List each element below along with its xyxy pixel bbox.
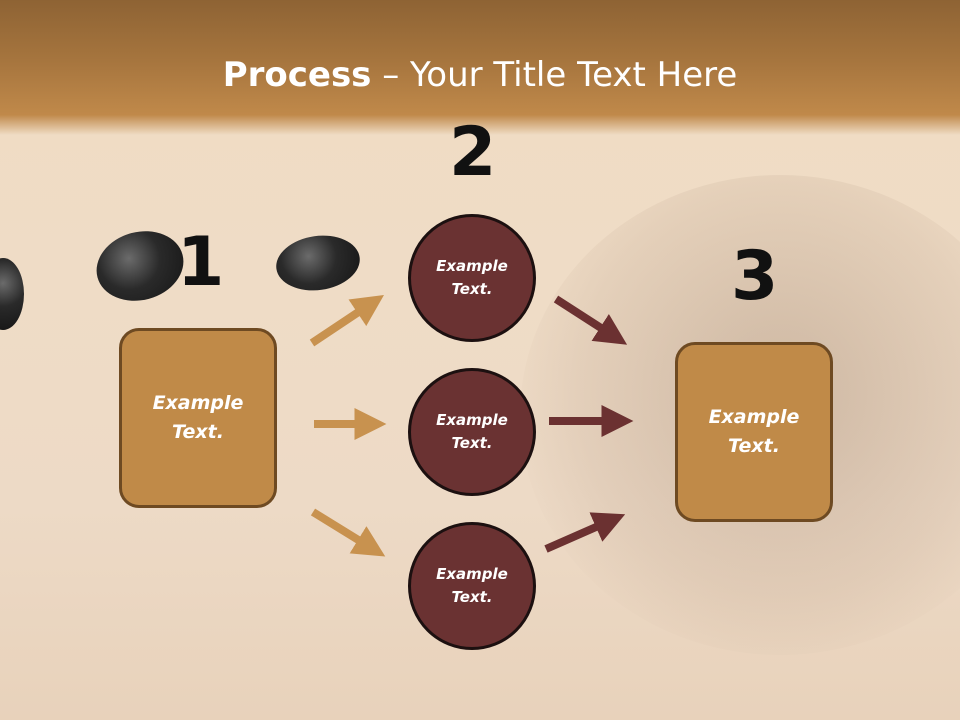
right-box-line1: Example bbox=[708, 406, 800, 428]
circle-line2: Text. bbox=[451, 588, 493, 606]
left-box-line2: Text. bbox=[172, 421, 224, 443]
circle-line1: Example bbox=[436, 565, 508, 583]
step-number-2: 2 bbox=[449, 113, 497, 192]
arrow-top-to-right bbox=[553, 295, 628, 345]
circle-line2: Text. bbox=[451, 280, 493, 298]
title-bold: Process bbox=[222, 55, 372, 95]
circle-line1: Example bbox=[436, 257, 508, 275]
title-rest: – Your Title Text Here bbox=[371, 55, 738, 95]
step-number-1: 1 bbox=[177, 223, 225, 302]
step-number-3: 3 bbox=[731, 237, 779, 316]
arrow-bottom-to-right bbox=[544, 512, 626, 553]
arrow-left-to-top bbox=[309, 295, 384, 347]
right-box-line2: Text. bbox=[728, 435, 780, 457]
circle-line2: Text. bbox=[451, 434, 493, 452]
left-box-line1: Example bbox=[152, 392, 244, 414]
title-banner bbox=[0, 0, 960, 135]
arrow-left-to-bottom bbox=[310, 508, 386, 557]
slide-title: Process – Your Title Text Here bbox=[0, 52, 960, 98]
circle-line1: Example bbox=[436, 411, 508, 429]
